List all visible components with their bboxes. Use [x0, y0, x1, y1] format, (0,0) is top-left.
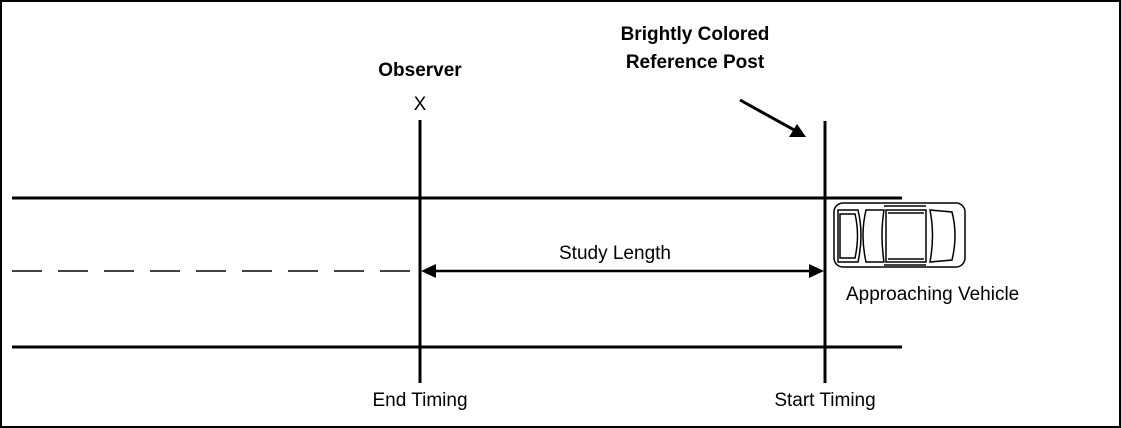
approaching-vehicle-label: Approaching Vehicle — [846, 284, 1020, 305]
end-timing-label: End Timing — [372, 390, 468, 411]
start-timing-label: Start Timing — [774, 390, 876, 411]
reference-post-pointer-arrow — [739, 98, 797, 133]
study-length-label: Study Length — [559, 243, 671, 264]
observer-label: Observer — [378, 60, 462, 81]
observer-mark: X — [413, 94, 427, 115]
reference-post-pointer-arrowhead — [789, 124, 806, 137]
reference-post-label-line1: Brightly Colored — [620, 24, 770, 45]
study-length-arrowhead-left — [421, 264, 436, 278]
study-length-arrowhead-right — [809, 264, 824, 278]
vehicle-icon — [833, 202, 966, 268]
reference-post-label-line2: Reference Post — [625, 52, 765, 73]
